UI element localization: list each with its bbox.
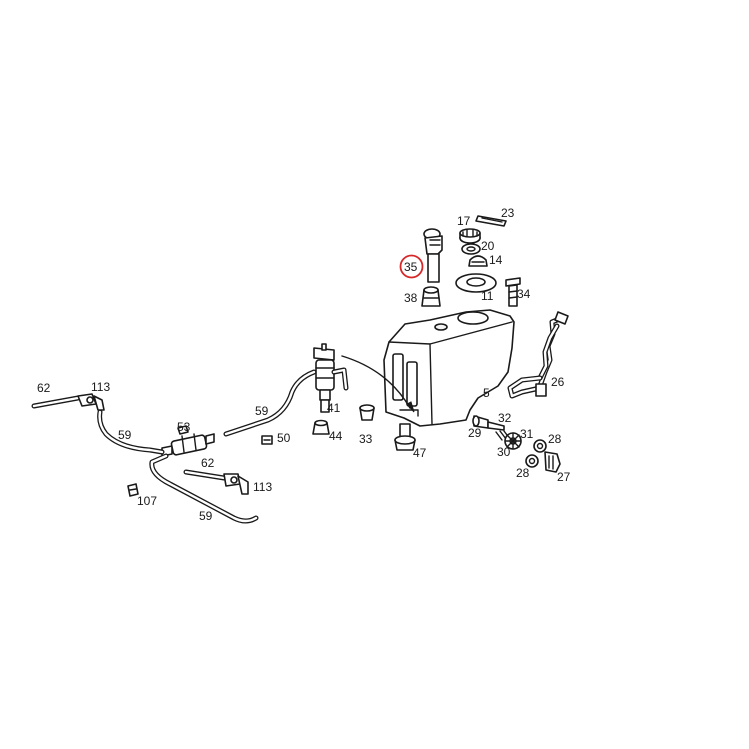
callout-59: 59: [255, 404, 269, 418]
callout-34: 34: [517, 287, 531, 301]
callout-62: 62: [37, 381, 51, 395]
callout-33: 33: [359, 432, 373, 446]
connector-113-left[interactable]: [77, 393, 105, 411]
filler-flange[interactable]: [455, 273, 497, 293]
callout-107: 107: [137, 494, 157, 508]
callout-113: 113: [91, 380, 110, 394]
callout-32: 32: [498, 411, 512, 425]
fuel-hose-59-lower[interactable]: [149, 453, 259, 524]
callout-44: 44: [329, 429, 343, 443]
pointer-line: [341, 355, 411, 409]
callout-62: 62: [201, 456, 215, 470]
seal-ring[interactable]: [461, 243, 481, 255]
highlight-circle: [399, 254, 424, 279]
callout-50: 50: [277, 431, 291, 445]
fuel-hose-62-lower[interactable]: [183, 469, 227, 481]
bolt[interactable]: [505, 277, 521, 307]
callout-28: 28: [548, 432, 562, 446]
fuel-valve[interactable]: [504, 432, 522, 450]
callout-30: 30: [497, 445, 511, 459]
callout-41: 41: [327, 401, 341, 415]
washer-upper[interactable]: [533, 439, 547, 453]
callout-113: 113: [253, 480, 272, 494]
callout-26: 26: [551, 375, 565, 389]
callout-47: 47: [413, 446, 427, 460]
fuel-hose-59-left[interactable]: [97, 409, 165, 455]
callout-20: 20: [481, 239, 495, 253]
fuel-tank[interactable]: [383, 309, 515, 439]
clip-107[interactable]: [127, 483, 139, 497]
drain-plug[interactable]: [544, 451, 561, 473]
pickup-tube[interactable]: [472, 415, 505, 431]
callout-28: 28: [516, 466, 530, 480]
callout-53: 53: [177, 420, 191, 434]
cap-part[interactable]: [459, 228, 481, 244]
washer-lower[interactable]: [525, 454, 539, 468]
gasket-strip[interactable]: [475, 215, 507, 227]
callout-5: 5: [483, 386, 490, 400]
pointer-arrow: [406, 401, 415, 413]
callout-23: 23: [501, 206, 515, 220]
callout-59: 59: [118, 428, 132, 442]
callout-14: 14: [489, 253, 503, 267]
clip-50[interactable]: [261, 435, 273, 445]
fuel-filter[interactable]: [161, 425, 215, 457]
callout-35: 35: [404, 260, 418, 274]
callout-27: 27: [557, 470, 571, 484]
vent-line[interactable]: [507, 311, 569, 399]
sender-unit[interactable]: [423, 228, 443, 283]
callout-38: 38: [404, 291, 418, 305]
callout-29: 29: [468, 426, 482, 440]
grommet[interactable]: [468, 255, 488, 267]
callout-labels: 23 17 20 14 35 38 11 34 26 5 62 113 59 5…: [37, 206, 571, 523]
rubber-seal[interactable]: [421, 286, 441, 307]
callout-31: 31: [520, 427, 534, 441]
connector-113-lower[interactable]: [223, 473, 249, 495]
grommet-33[interactable]: [359, 404, 375, 421]
grommet-44[interactable]: [312, 419, 330, 435]
callout-17: 17: [457, 214, 471, 228]
callout-59: 59: [199, 509, 213, 523]
fuel-hose-62-left[interactable]: [31, 395, 81, 409]
fuel-hose-59-mid[interactable]: [223, 369, 317, 437]
fuel-pump[interactable]: [313, 343, 349, 413]
callout-11: 11: [481, 289, 494, 303]
grommet-47[interactable]: [394, 435, 416, 451]
